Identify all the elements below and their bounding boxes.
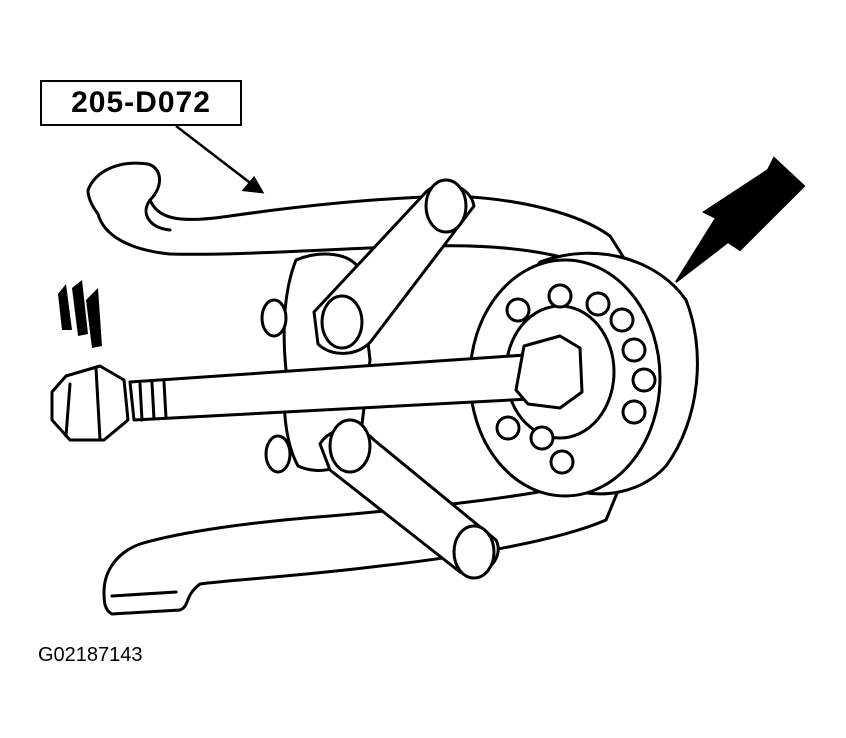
figure-id: G02187143 [38,644,143,666]
lower-jaw-arm [102,468,622,616]
callout-leader [175,125,263,193]
motion-lines [58,280,102,348]
hex-head [50,364,130,442]
bolt-holes [495,283,657,475]
tool-callout-label: 205-D072 [40,80,242,126]
direction-arrow [675,156,806,283]
upper-jaw-arm [86,161,626,272]
hub-nut [514,334,584,410]
